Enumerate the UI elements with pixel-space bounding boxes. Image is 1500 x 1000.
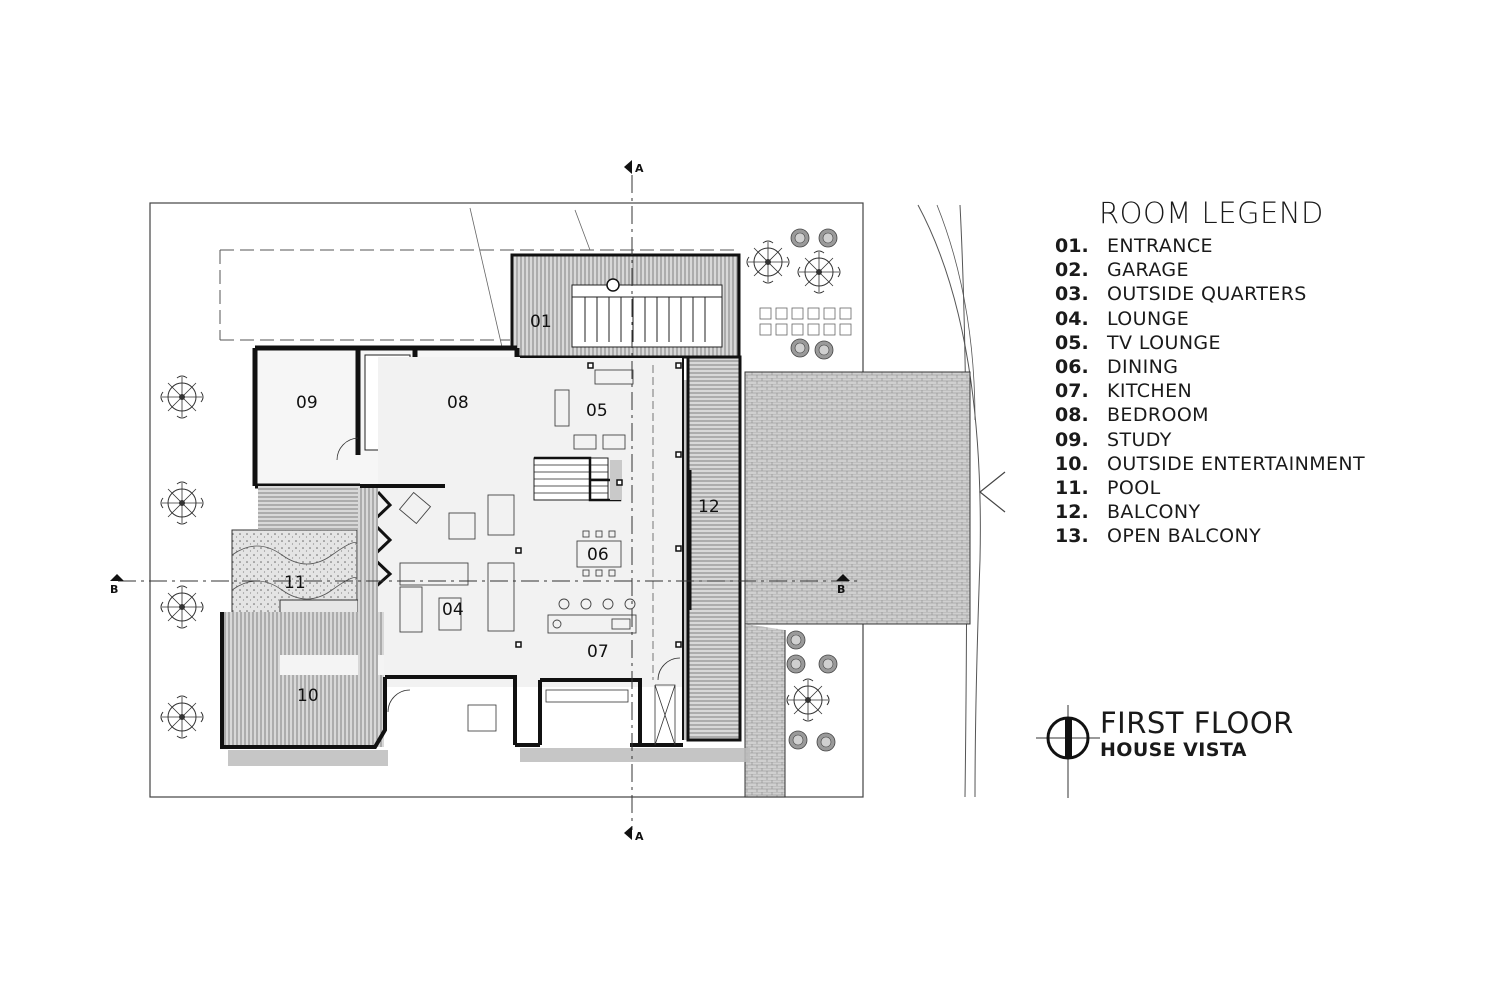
room-label: 07 <box>587 642 609 662</box>
legend-number: 04. <box>1055 307 1089 330</box>
legend-number: 08. <box>1055 404 1089 427</box>
legend-item: 06. DINING <box>1055 355 1475 379</box>
legend-name: DINING <box>1107 356 1179 379</box>
legend-name: GARAGE <box>1107 259 1189 282</box>
room-label: 10 <box>297 686 319 706</box>
legend-name: OUTSIDE ENTERTAINMENT <box>1107 452 1366 475</box>
legend-item: 07. KITCHEN <box>1055 379 1475 403</box>
legend-item: 05. TV LOUNGE <box>1055 331 1475 355</box>
legend-number: 12. <box>1055 501 1089 524</box>
legend-number: 02. <box>1055 259 1089 282</box>
room-label: 05 <box>586 401 608 421</box>
tree-icon <box>746 240 790 284</box>
room-label: 06 <box>587 545 609 565</box>
section-mark-b-right: B <box>837 583 845 596</box>
legend-number: 13. <box>1055 525 1089 548</box>
legend-number: 06. <box>1055 356 1089 379</box>
room-label: 11 <box>284 573 306 593</box>
tree-icon <box>160 375 204 419</box>
legend-item: 03. OUTSIDE QUARTERS <box>1055 282 1475 306</box>
entry-arrow-icon <box>979 471 1006 513</box>
balcony-area <box>686 355 742 742</box>
legend-name: POOL <box>1107 476 1161 499</box>
legend-item: 10. OUTSIDE ENTERTAINMENT <box>1055 452 1475 476</box>
floor-title: FIRST FLOOR <box>1100 706 1294 740</box>
room-label: 08 <box>447 393 469 413</box>
tree-icon <box>160 481 204 525</box>
legend-number: 01. <box>1055 235 1089 258</box>
legend-item: 12. BALCONY <box>1055 500 1475 524</box>
room-label: 01 <box>530 312 552 332</box>
legend-item: 08. BEDROOM <box>1055 403 1475 427</box>
legend-name: OPEN BALCONY <box>1107 525 1262 548</box>
legend-number: 07. <box>1055 380 1089 403</box>
legend-number: 11. <box>1055 476 1089 499</box>
section-arrow-icon <box>624 826 632 840</box>
legend-name: TV LOUNGE <box>1107 331 1221 354</box>
legend-title: ROOM LEGEND <box>1099 196 1324 230</box>
legend-name: KITCHEN <box>1107 380 1193 403</box>
room-label: 04 <box>442 600 464 620</box>
tree-icon <box>786 678 830 722</box>
legend-number: 03. <box>1055 283 1089 306</box>
legend-item: 09. STUDY <box>1055 428 1475 452</box>
section-mark-a-top: A <box>635 162 644 175</box>
section-arrow-icon <box>624 160 632 174</box>
floor-subtitle: HOUSE VISTA <box>1100 739 1247 761</box>
legend-name: BALCONY <box>1107 501 1201 524</box>
legend-item: 13. OPEN BALCONY <box>1055 524 1475 548</box>
legend-number: 09. <box>1055 428 1089 451</box>
legend-name: BEDROOM <box>1107 404 1209 427</box>
legend-number: 05. <box>1055 331 1089 354</box>
section-mark-a-bottom: A <box>635 830 644 843</box>
tree-icon <box>797 250 841 294</box>
legend-name: STUDY <box>1107 428 1172 451</box>
legend-item: 04. LOUNGE <box>1055 307 1475 331</box>
section-mark-b-left: B <box>110 583 118 596</box>
north-arrow-icon <box>1036 705 1100 798</box>
legend-name: OUTSIDE QUARTERS <box>1107 283 1307 306</box>
open-balcony-paving <box>744 371 971 625</box>
tree-icon <box>160 585 204 629</box>
legend-item: 11. POOL <box>1055 476 1475 500</box>
tree-icon <box>160 695 204 739</box>
legend-item: 01. ENTRANCE <box>1055 234 1475 258</box>
section-arrow-icon <box>110 574 124 581</box>
room-label: 12 <box>698 497 720 517</box>
outside-entertainment-deck <box>222 612 384 747</box>
legend-number: 10. <box>1055 452 1089 475</box>
section-arrow-icon <box>836 574 850 581</box>
legend-name: LOUNGE <box>1107 307 1190 330</box>
room-label: 09 <box>296 393 318 413</box>
legend-name: ENTRANCE <box>1107 235 1213 258</box>
room-legend: ROOM LEGEND 01. ENTRANCE 02. GARAGE 03. OUT… <box>1055 196 1475 548</box>
legend-item: 02. GARAGE <box>1055 258 1475 282</box>
